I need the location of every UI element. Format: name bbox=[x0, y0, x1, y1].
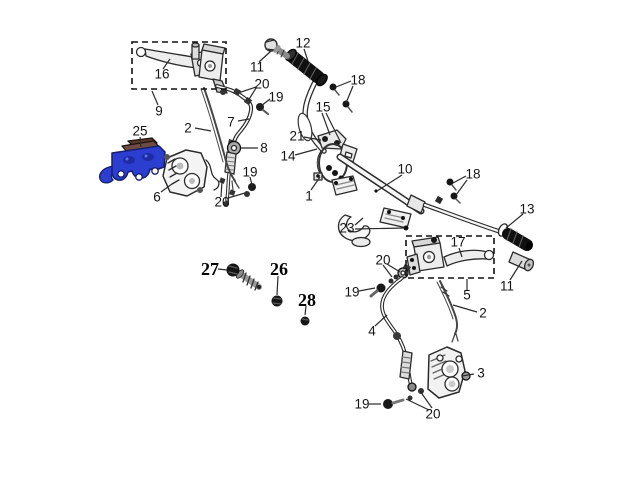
leader-line bbox=[325, 112, 342, 144]
leader-line bbox=[227, 192, 246, 199]
leader-line bbox=[461, 373, 475, 377]
rear-brake-hose bbox=[380, 276, 417, 392]
leader-line bbox=[237, 86, 257, 94]
leader-line bbox=[276, 275, 279, 296]
leader-line bbox=[237, 118, 250, 122]
loose-bolt-27 bbox=[226, 263, 262, 291]
leader-line bbox=[139, 136, 142, 148]
leader-line bbox=[382, 264, 393, 278]
left-grip bbox=[285, 48, 328, 87]
leader-line bbox=[220, 180, 223, 198]
leader-line bbox=[294, 148, 318, 156]
leader-line bbox=[354, 217, 364, 226]
leader-line bbox=[509, 260, 523, 281]
loose-nut-26 bbox=[271, 295, 283, 307]
leader-line bbox=[321, 112, 331, 136]
leader-line bbox=[162, 58, 171, 70]
front-master-cylinder-assembly bbox=[135, 42, 228, 95]
leader-line bbox=[151, 90, 159, 106]
blue-caliper-bracket bbox=[98, 137, 166, 184]
leader-line bbox=[335, 80, 352, 88]
right-grip bbox=[497, 223, 533, 251]
leader-line bbox=[260, 98, 271, 107]
leader-line bbox=[354, 227, 405, 230]
leader-line bbox=[358, 287, 376, 292]
leader-line bbox=[455, 179, 468, 196]
leader-line bbox=[452, 175, 467, 184]
leader-line bbox=[405, 398, 430, 411]
clamp-screws-18 bbox=[329, 83, 353, 113]
annotation-layer bbox=[131, 41, 524, 411]
lower-clamp-brackets bbox=[337, 207, 412, 248]
front-brake-hose bbox=[215, 84, 269, 207]
leader-line bbox=[505, 213, 524, 229]
leader-line bbox=[386, 263, 401, 273]
leader-line bbox=[247, 87, 257, 102]
leader-line bbox=[304, 305, 307, 316]
leader-line bbox=[303, 48, 309, 62]
rear-hose-fittings bbox=[369, 264, 411, 298]
rear-master-cylinder-assembly bbox=[406, 236, 495, 276]
loose-nut-28 bbox=[300, 316, 310, 326]
leader-line bbox=[376, 174, 403, 192]
right-cable bbox=[436, 280, 459, 343]
leader-line bbox=[160, 183, 173, 193]
leader-line bbox=[345, 85, 354, 104]
leader-line bbox=[310, 176, 321, 191]
leader-line bbox=[374, 314, 388, 327]
front-brake-caliper bbox=[162, 149, 220, 197]
leader-line bbox=[303, 136, 322, 141]
right-bar-end-weight bbox=[508, 251, 535, 272]
leader-line bbox=[249, 176, 253, 186]
leader-line bbox=[258, 50, 272, 63]
handlebar-tube bbox=[336, 153, 501, 234]
left-bar-end-bolt bbox=[264, 38, 290, 59]
left-cable bbox=[200, 87, 240, 191]
dashed-group-box-2 bbox=[405, 235, 495, 279]
leader-line bbox=[452, 304, 478, 313]
leader-line bbox=[217, 268, 228, 271]
leader-line bbox=[194, 127, 212, 132]
leader-line bbox=[419, 390, 433, 409]
leader-line bbox=[458, 247, 463, 258]
